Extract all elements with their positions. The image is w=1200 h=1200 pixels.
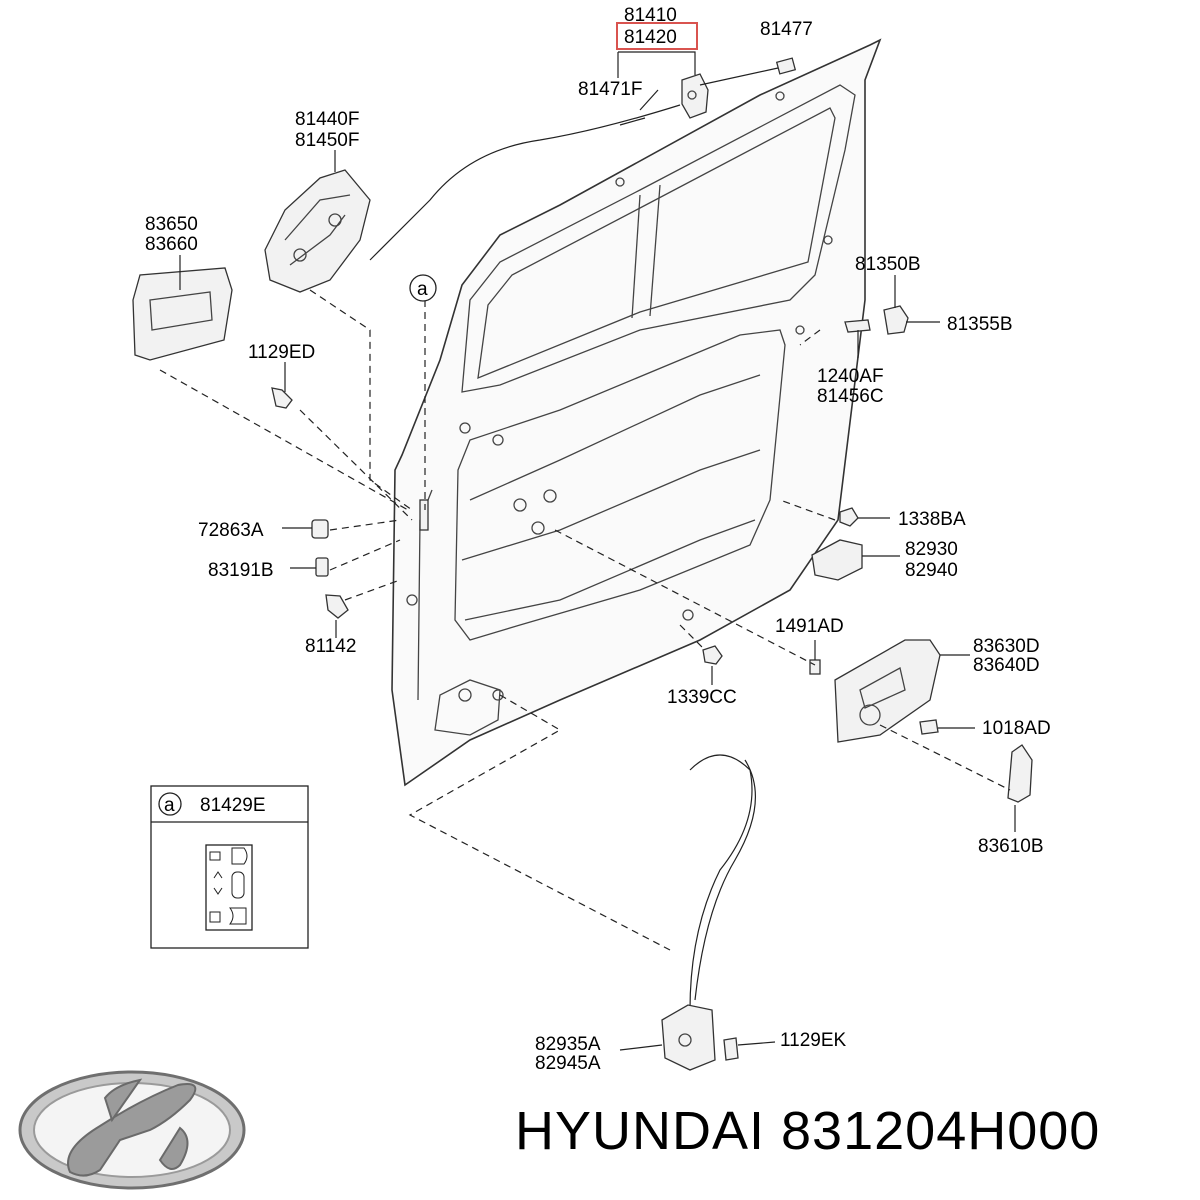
callout-81477: 81477 — [760, 19, 813, 40]
nut-1339CC — [702, 645, 723, 665]
callout-1339CC: 1339CC — [667, 687, 737, 708]
callout-83630D: 83630D — [973, 636, 1040, 657]
hinge-82930 — [811, 539, 863, 581]
inset-detail-box: a 81429E — [150, 785, 309, 949]
callout-1338BA: 1338BA — [898, 509, 966, 530]
bolt-81142 — [325, 594, 349, 619]
inset-marker-label: a — [164, 795, 175, 816]
lock-label-icon — [205, 844, 253, 931]
nut-1338BA — [839, 507, 859, 527]
callout-72863A: 72863A — [198, 520, 264, 541]
callout-83640D: 83640D — [973, 655, 1040, 676]
screw-1491AD — [809, 659, 821, 675]
callout-83191B: 83191B — [208, 560, 274, 581]
callout-81142: 81142 — [305, 636, 356, 657]
callout-1129EK: 1129EK — [780, 1030, 847, 1051]
screw-1018AD — [919, 719, 939, 735]
clip-72863A — [311, 519, 329, 539]
callout-82940: 82940 — [905, 560, 958, 581]
callout-83660: 83660 — [145, 234, 198, 255]
detail-marker-label: a — [417, 279, 428, 300]
callout-83650: 83650 — [145, 214, 198, 235]
sliding-door-panel — [391, 38, 882, 787]
callout-82945A: 82945A — [535, 1053, 601, 1074]
cover-83610B — [1007, 744, 1033, 803]
cable-81471F — [369, 104, 681, 261]
bolt-81477 — [775, 57, 797, 75]
clip-83191B — [315, 557, 329, 577]
detail-marker-a: a — [409, 274, 437, 302]
callout-83610B: 83610B — [978, 836, 1044, 857]
callout-82930: 82930 — [905, 539, 958, 560]
callout-81450F: 81450F — [295, 130, 359, 151]
cable-82935A — [689, 754, 756, 1011]
lower-latch-82935A — [661, 1004, 716, 1071]
dashed-assembly-lines — [159, 289, 1011, 951]
bolt-1129EK — [723, 1037, 739, 1061]
door-latch-slot — [419, 499, 429, 531]
upper-latch-81420 — [681, 73, 709, 119]
screw-1129ED — [271, 387, 293, 409]
hyundai-logo-icon — [18, 1070, 246, 1190]
front-latch-81440F — [264, 169, 371, 293]
callout-1018AD: 1018AD — [982, 718, 1051, 739]
callout-81410: 81410 — [624, 5, 677, 26]
callout-labels: 81410 81420 81477 81471F 81440F 81450F 8… — [145, 5, 1051, 1074]
inset-part-number: 81429E — [200, 795, 266, 816]
callout-81355B: 81355B — [947, 314, 1013, 335]
highlight-box-81420 — [616, 22, 698, 50]
inside-handle-83630D — [834, 639, 941, 743]
callout-81420: 81420 — [624, 27, 677, 48]
footer-part-number: HYUNDAI 831204H000 — [515, 1101, 1101, 1161]
outside-handle-83650 — [132, 267, 233, 361]
callout-81440F: 81440F — [295, 109, 359, 130]
leader-lines — [179, 51, 1016, 1051]
callout-82935A: 82935A — [535, 1034, 601, 1055]
callout-81471F: 81471F — [578, 79, 642, 100]
callout-81456C: 81456C — [817, 386, 884, 407]
callout-1491AD: 1491AD — [775, 616, 844, 637]
callout-1129ED: 1129ED — [248, 342, 315, 363]
striker-81350B — [844, 305, 909, 335]
callout-81350B: 81350B — [855, 254, 921, 275]
callout-1240AF: 1240AF — [817, 366, 884, 387]
